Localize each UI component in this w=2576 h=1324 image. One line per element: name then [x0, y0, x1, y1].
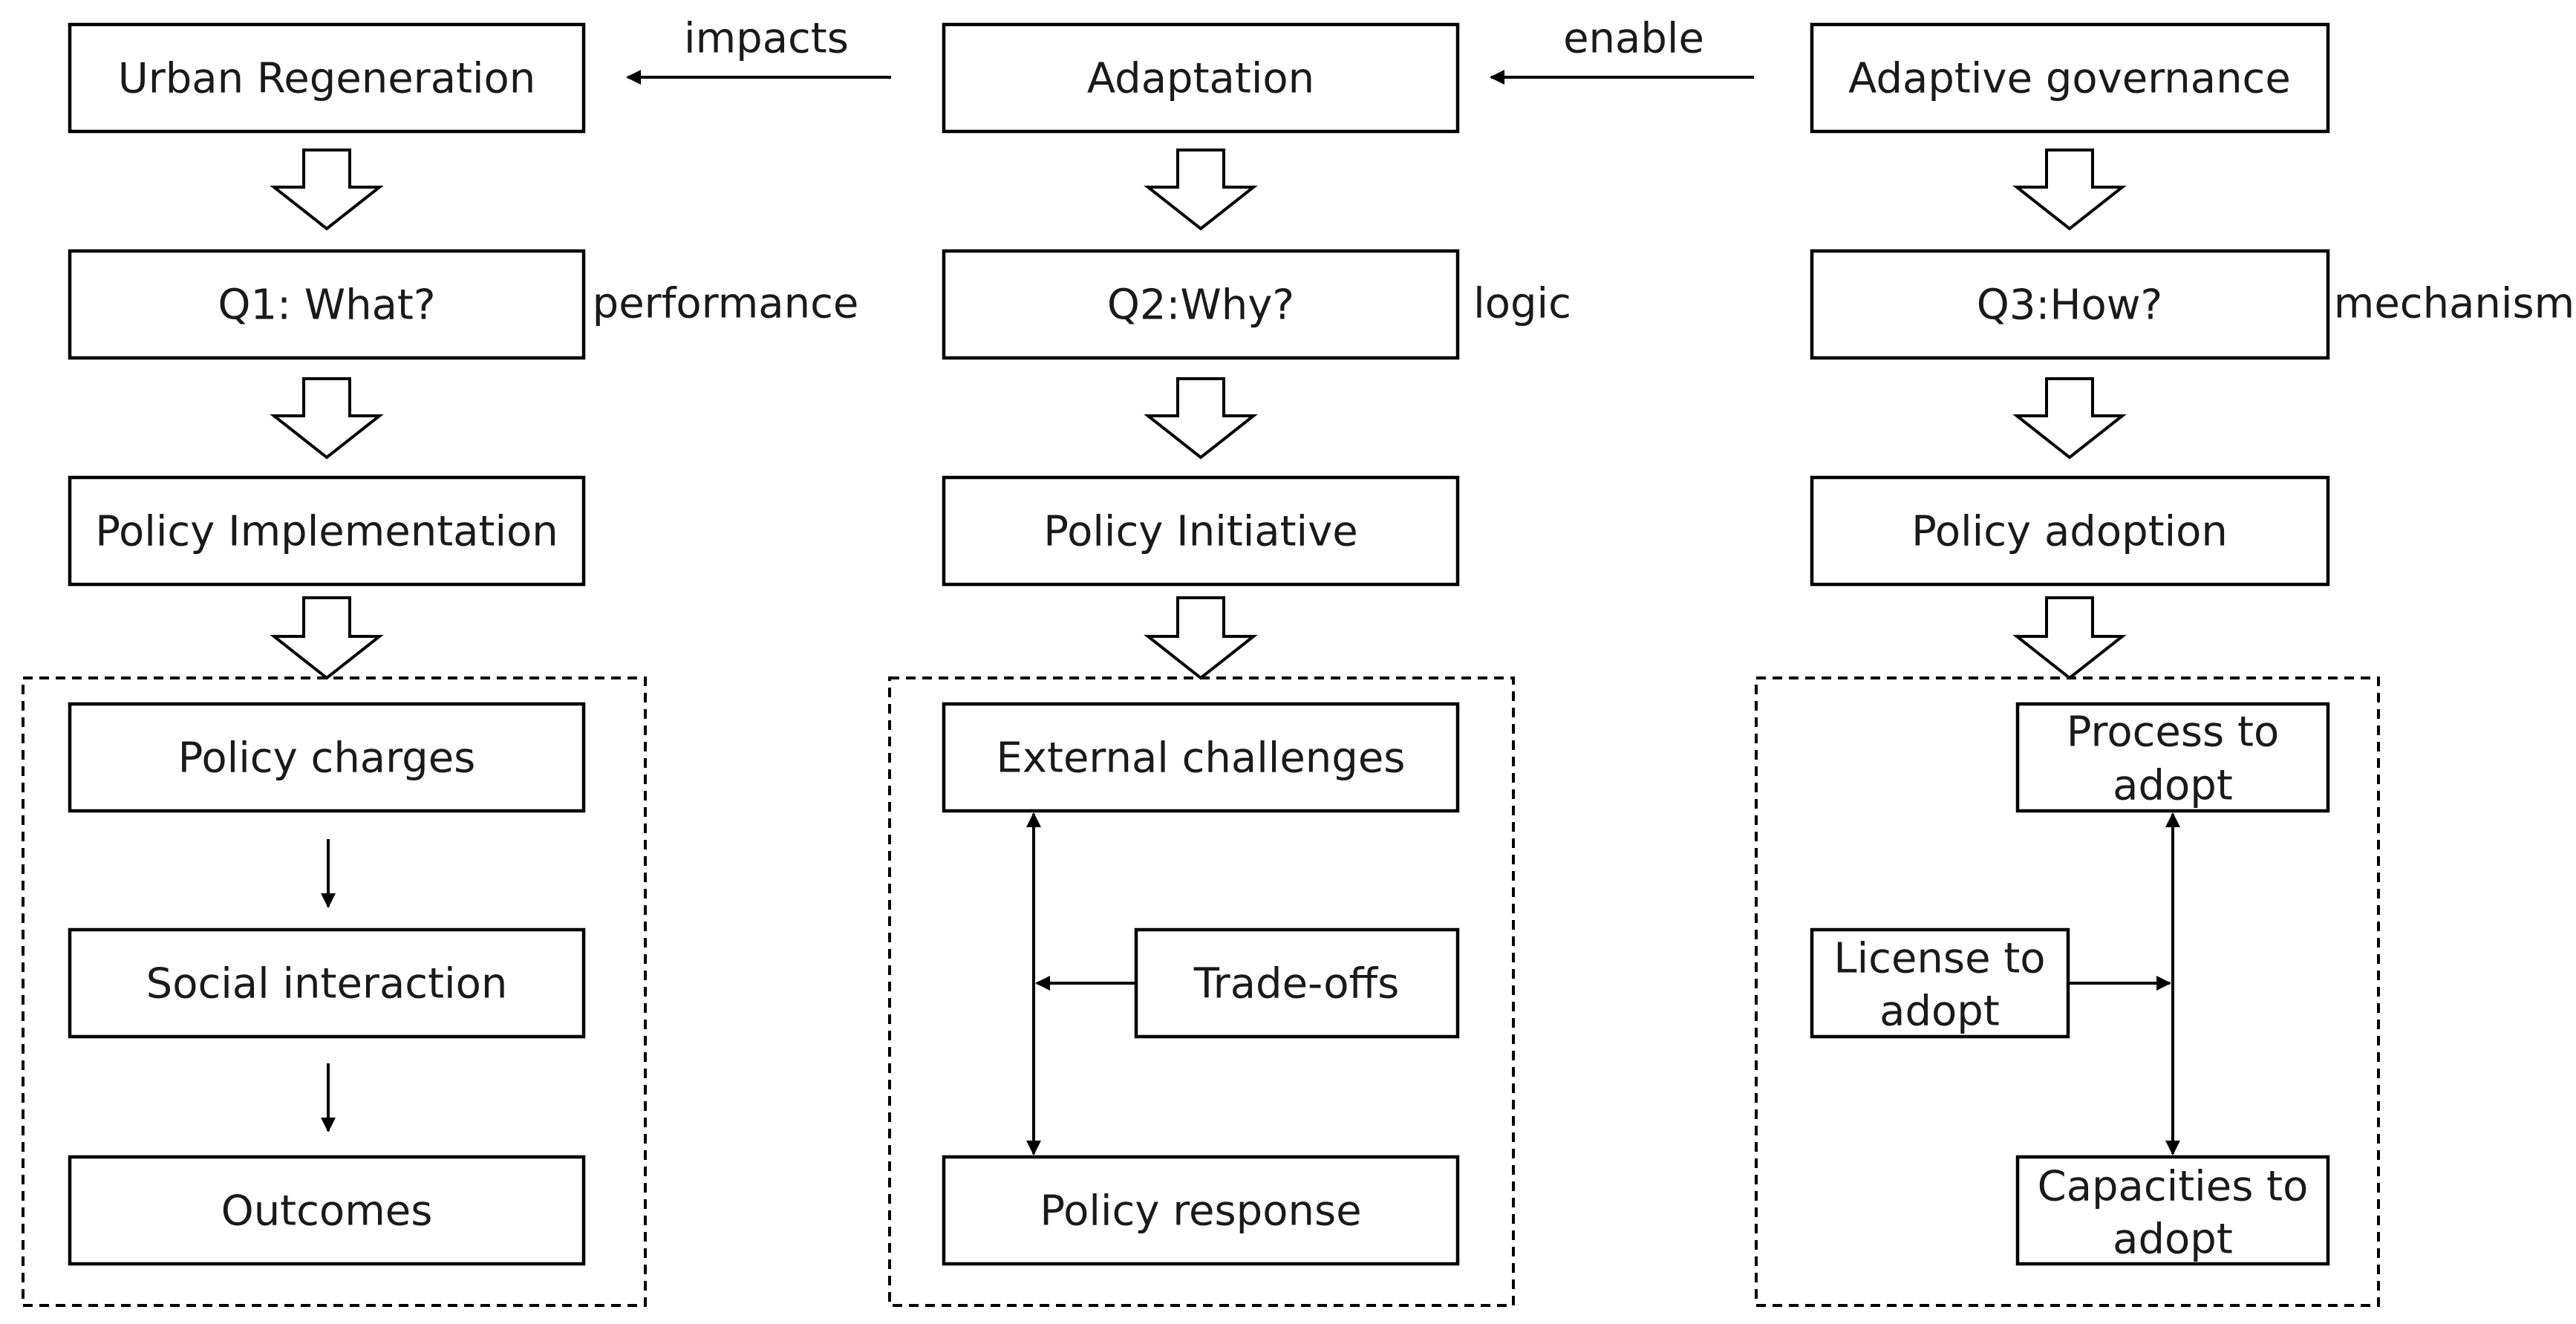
license-to-adopt-box: License to adopt — [1810, 927, 2070, 1039]
q3-box: Q3:How? — [1810, 249, 2330, 360]
q2-tag-logic: logic — [1473, 280, 1571, 328]
capacities-to-adopt-box: Capacities to adopt — [2015, 1155, 2330, 1266]
license-to-adopt-line1: License to — [1833, 935, 2045, 983]
q3-tag-mechanism: mechanism — [2334, 280, 2575, 328]
policy-response-label: Policy response — [1040, 1187, 1361, 1236]
capacities-to-adopt-line2: adopt — [2113, 1216, 2233, 1264]
policy-adoption-box: Policy adoption — [1810, 475, 2330, 587]
enable-label: enable — [1563, 15, 1704, 63]
trade-offs-box: Trade-offs — [1134, 927, 1460, 1039]
process-to-adopt-line2: adopt — [2113, 762, 2233, 810]
policy-implementation-label: Policy Implementation — [95, 508, 558, 556]
policy-initiative-label: Policy Initiative — [1043, 508, 1357, 556]
adaptive-governance-label: Adaptive governance — [1848, 55, 2291, 103]
process-to-adopt-box: Process to adopt — [2015, 702, 2330, 813]
impacts-label: impacts — [684, 15, 849, 63]
external-challenges-label: External challenges — [997, 734, 1406, 783]
process-to-adopt-line1: Process to — [2067, 708, 2279, 757]
q1-box: Q1: What? — [68, 249, 586, 360]
q2-box: Q2:Why? — [942, 249, 1460, 360]
urban-regeneration-label: Urban Regeneration — [118, 55, 536, 103]
adaptive-governance-box: Adaptive governance — [1810, 22, 2330, 134]
external-challenges-box: External challenges — [942, 702, 1460, 813]
policy-charges-box: Policy charges — [68, 702, 586, 813]
capacities-to-adopt-line1: Capacities to — [2038, 1163, 2309, 1211]
q1-tag-performance: performance — [593, 280, 859, 328]
q3-label: Q3:How? — [1977, 281, 2162, 330]
down-arrow-icon — [2012, 149, 2127, 231]
down-arrow-icon — [270, 149, 384, 231]
adaptation-label: Adaptation — [1087, 55, 1314, 103]
trade-offs-label: Trade-offs — [1193, 960, 1400, 1008]
policy-implementation-box: Policy Implementation — [68, 475, 586, 587]
adaptation-box: Adaptation — [942, 22, 1460, 134]
q1-label: Q1: What? — [218, 281, 435, 330]
down-arrow-icon — [270, 596, 384, 680]
down-arrow-icon — [1144, 149, 1258, 231]
outcomes-label: Outcomes — [221, 1187, 433, 1236]
policy-initiative-box: Policy Initiative — [942, 475, 1460, 587]
policy-charges-label: Policy charges — [178, 734, 476, 783]
urban-regeneration-box: Urban Regeneration — [68, 22, 586, 134]
q2-label: Q2:Why? — [1107, 281, 1294, 330]
down-arrow-icon — [2012, 377, 2127, 460]
down-arrow-icon — [2012, 596, 2127, 680]
license-to-adopt-line2: adopt — [1879, 988, 2000, 1036]
social-interaction-label: Social interaction — [146, 960, 508, 1008]
left-dashed-panel — [22, 676, 647, 1307]
outcomes-box: Outcomes — [68, 1155, 586, 1266]
social-interaction-box: Social interaction — [68, 927, 586, 1039]
down-arrow-icon — [270, 377, 384, 460]
policy-response-box: Policy response — [942, 1155, 1460, 1266]
down-arrow-icon — [1144, 377, 1258, 460]
down-arrow-icon — [1144, 596, 1258, 680]
policy-adoption-label: Policy adoption — [1911, 508, 2228, 556]
